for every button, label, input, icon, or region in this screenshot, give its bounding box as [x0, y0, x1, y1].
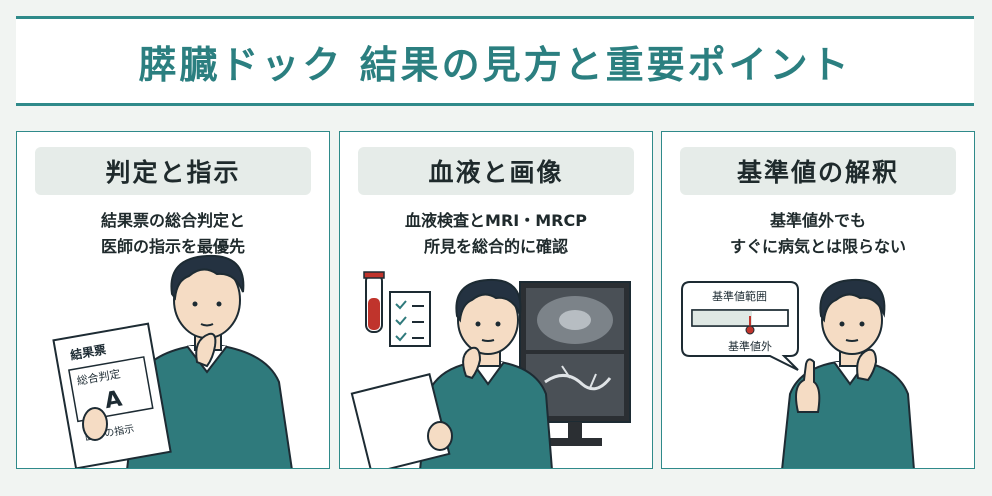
panel-blood-imaging: 血液と画像 血液検査とMRI・MRCP 所見を総合的に確認	[339, 131, 653, 469]
panel-reference-values: 基準値の解釈 基準値外でも すぐに病気とは限らない 基準値範囲 基準値外	[661, 131, 975, 469]
panel-label: 基準値の解釈	[680, 147, 956, 195]
panel-description: 基準値外でも すぐに病気とは限らない	[729, 211, 906, 256]
reference-range-illustration: 基準値範囲 基準値外	[681, 278, 915, 468]
panel-description: 血液検査とMRI・MRCP 所見を総合的に確認	[405, 211, 587, 256]
test-tube-icon	[363, 271, 385, 333]
paper-icon	[350, 373, 451, 468]
panel-label: 血液と画像	[358, 147, 634, 195]
sheet-grade: A	[103, 387, 124, 415]
sheet-heading: 結果票	[69, 342, 107, 363]
outside-label: 基準値外	[728, 339, 772, 353]
panel-judgment: 判定と指示 結果票の総合判定と 医師の指示を最優先 結果票 総合判定 A 医師の…	[16, 131, 330, 469]
page-title: 膵臓ドック 結果の見方と重要ポイント	[138, 42, 852, 87]
range-label: 基準値範囲	[712, 289, 767, 303]
title-banner: 膵臓ドック 結果の見方と重要ポイント	[16, 16, 974, 106]
checklist-icon	[389, 291, 431, 347]
man-reading-report-illustration: 結果票 総合判定 A 医師の指示	[52, 254, 293, 468]
panel-description: 結果票の総合判定と 医師の指示を最優先	[100, 211, 245, 256]
panel-label: 判定と指示	[35, 147, 311, 195]
range-card: 基準値範囲 基準値外	[681, 281, 799, 371]
blood-and-imaging-illustration	[350, 271, 631, 468]
result-sheet: 結果票 総合判定 A 医師の指示	[52, 322, 172, 468]
